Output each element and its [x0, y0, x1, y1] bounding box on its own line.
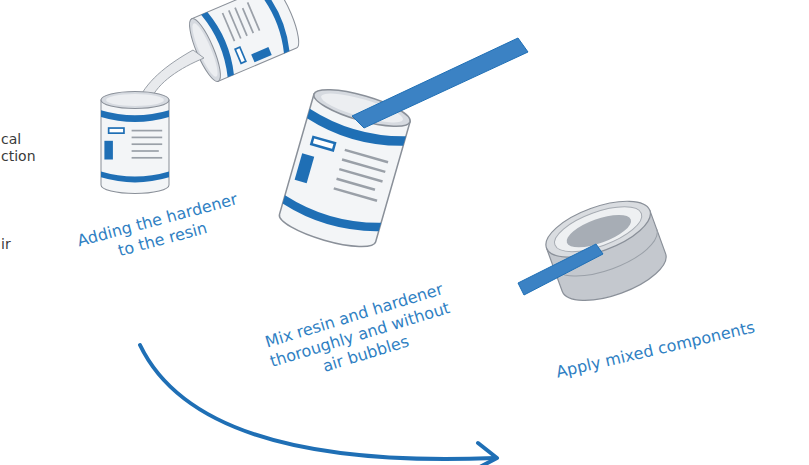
step-caption: Apply mixed components: [548, 316, 762, 384]
spatula: [518, 244, 603, 295]
cut-off-text: ction: [1, 148, 36, 166]
spatula: [352, 38, 528, 128]
pouring-can: [184, 0, 304, 85]
cut-off-text: ir: [1, 236, 11, 254]
step-caption: Mix resin and hardener thoroughly and wi…: [259, 278, 460, 392]
arrow-head: [476, 443, 497, 465]
step-caption: Adding the hardener to the resin: [69, 188, 251, 273]
cut-off-text: cal: [1, 131, 21, 149]
resin-can: [101, 92, 169, 194]
metal-pot: [539, 190, 673, 312]
